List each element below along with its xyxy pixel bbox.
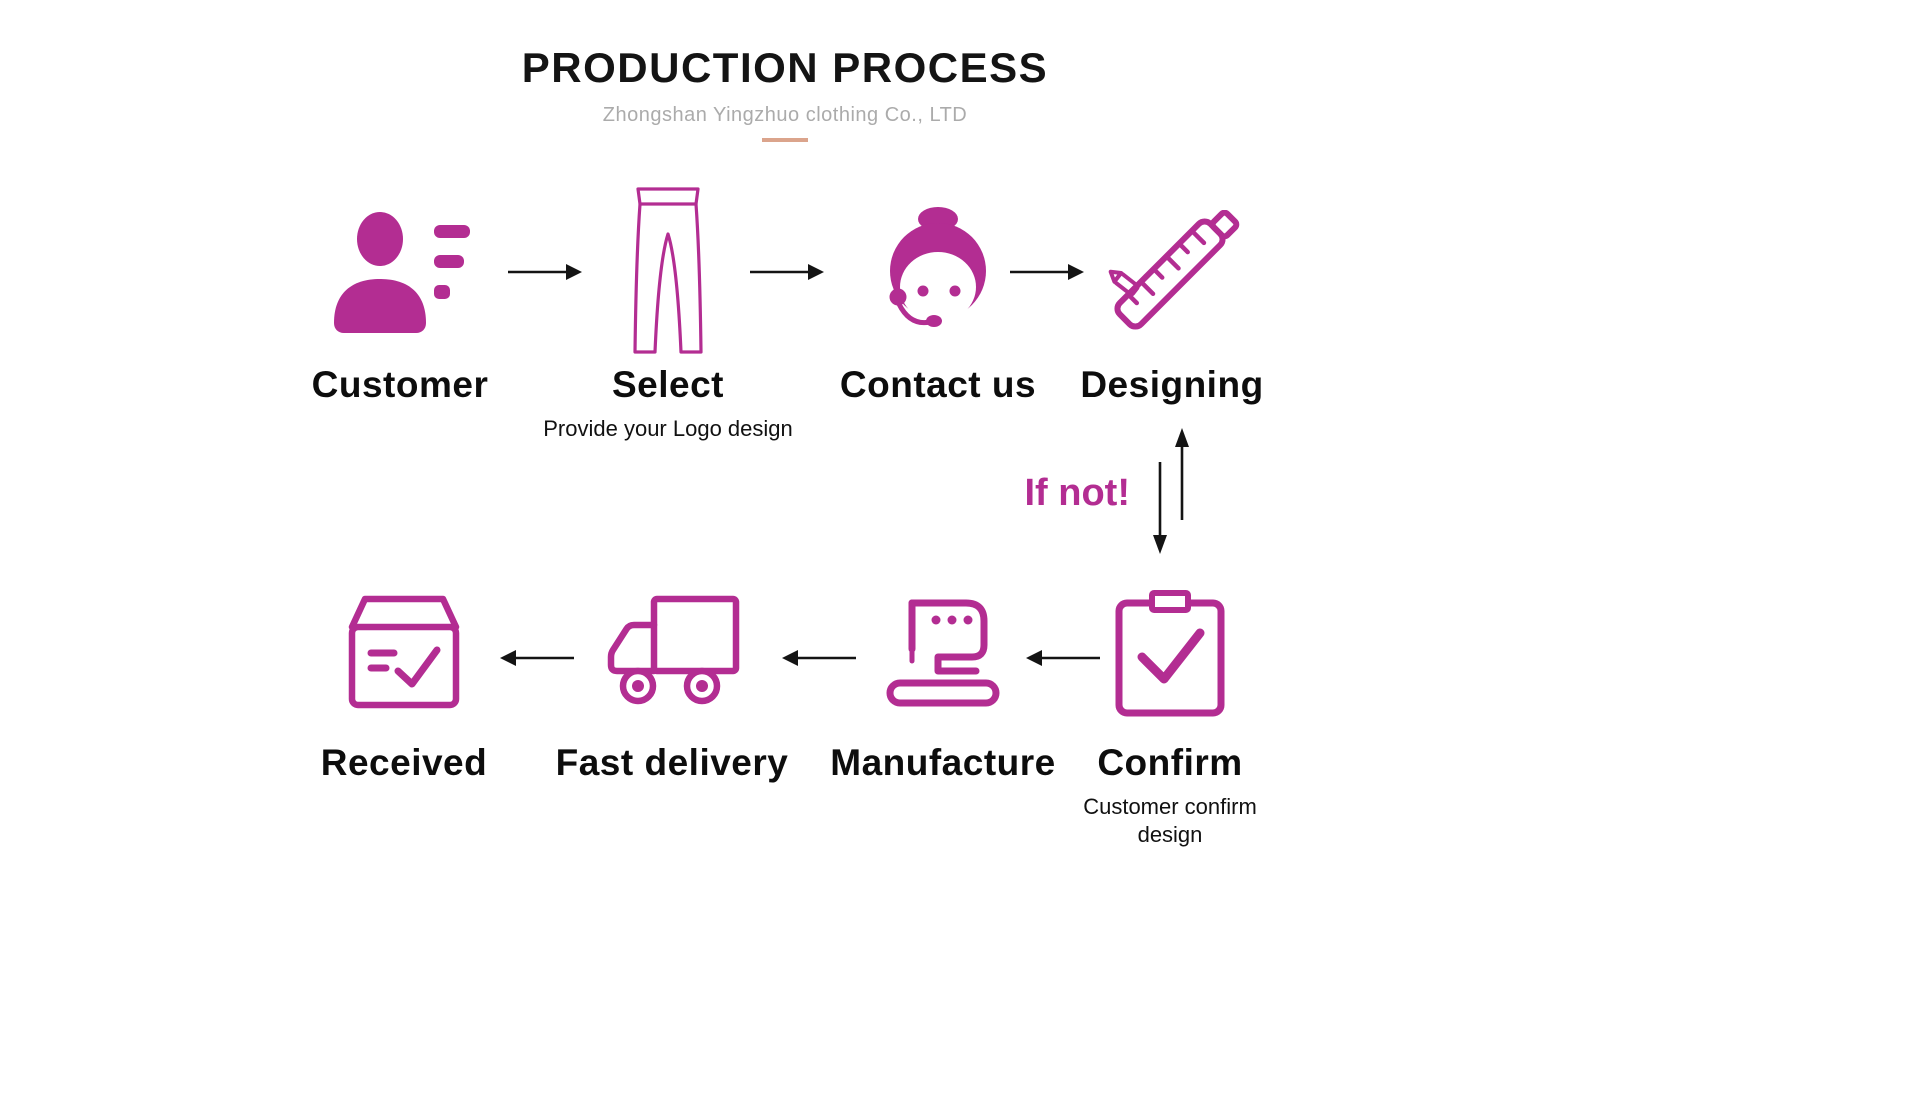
step-designing: Designing (1032, 186, 1312, 406)
accent-divider (762, 138, 808, 142)
step-label-customer: Customer (311, 364, 489, 405)
step-label-manufacture: Manufacture (830, 742, 1056, 783)
step-label-fast-delivery: Fast delivery (555, 742, 789, 783)
customer-icon (260, 186, 540, 358)
step-label-select: Select (611, 364, 724, 405)
step-confirm: Confirm Customer confirm design (1030, 586, 1310, 848)
sewing-machine-icon (803, 586, 1083, 722)
step-label-designing: Designing (1080, 364, 1264, 405)
page-title: PRODUCTION PROCESS (521, 44, 1049, 91)
step-contact-us: Contact us (798, 186, 1078, 406)
header: PRODUCTION PROCESS Zhongshan Yingzhuo cl… (0, 44, 1570, 142)
clipboard-check-icon (1030, 586, 1310, 722)
support-agent-icon (798, 186, 1078, 358)
step-fast-delivery: Fast delivery (532, 586, 812, 784)
package-check-icon (264, 586, 544, 722)
company-subtitle: Zhongshan Yingzhuo clothing Co., LTD (602, 104, 968, 126)
step-label-confirm: Confirm (1097, 742, 1243, 783)
flow-arrow-left-icon (500, 650, 574, 666)
flow-arrow-right-icon (508, 264, 582, 280)
if-not-label: If not! (1024, 472, 1130, 514)
flow-arrow-right-icon (750, 264, 824, 280)
step-select: Select Provide your Logo design (528, 186, 808, 443)
leggings-icon (528, 186, 808, 358)
flow-arrow-left-icon (782, 650, 856, 666)
step-received: Received (264, 586, 544, 784)
step-note-confirm: Customer confirm design (1083, 794, 1257, 847)
flow-arrow-left-icon (1026, 650, 1100, 666)
step-note-select: Provide your Logo design (543, 416, 793, 441)
step-customer: Customer (260, 186, 540, 406)
step-label-contact-us: Contact us (839, 364, 1037, 405)
loop-arrows-icon (1153, 428, 1189, 554)
step-label-received: Received (320, 742, 488, 783)
flow-arrow-right-icon (1010, 264, 1084, 280)
step-manufacture: Manufacture (803, 586, 1083, 784)
ruler-pencil-icon (1032, 186, 1312, 358)
delivery-truck-icon (532, 586, 812, 722)
